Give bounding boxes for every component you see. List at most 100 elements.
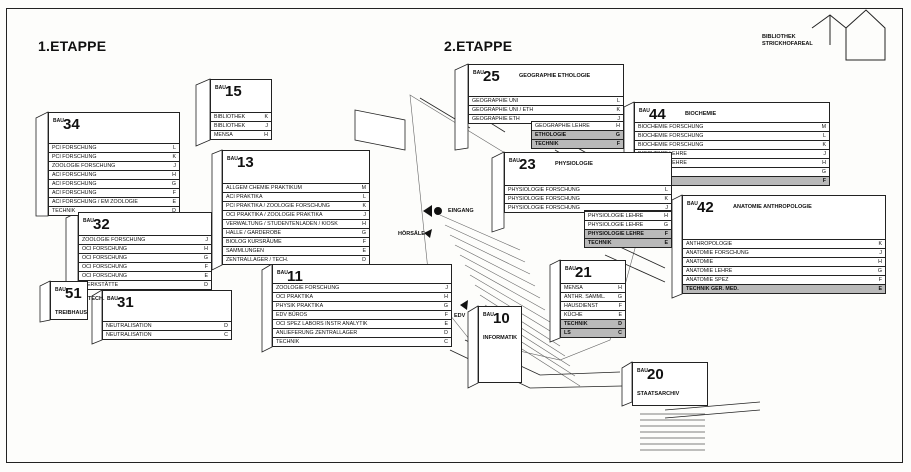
floor-use: HALLE / GARDEROBE <box>226 230 282 236</box>
floor-use: NEUTRALISATION <box>106 332 152 338</box>
floor-use: ZOOLOGIE FORSCHUNG <box>276 285 340 291</box>
floor-use: OCI PRAKTIKA / ZOOLOGIE PRAKTIKA <box>226 212 323 218</box>
bau-word: BAU <box>639 108 650 114</box>
floor-use: ACI FORSCHUNG <box>52 172 97 178</box>
floor-level: L <box>173 145 176 151</box>
floor-level: H <box>664 213 668 219</box>
floor-use: WERKSTÄTTE <box>82 282 119 288</box>
floor-use: PCI PRAKTIKA / ZOOLOGIE FORSCHUNG <box>226 203 330 209</box>
floor-level: E <box>172 199 176 205</box>
floor-use: TECHNIK <box>535 141 559 147</box>
floor-level: H <box>878 259 882 265</box>
floor-row: ACI FORSCHUNG H <box>49 170 179 179</box>
bau-word: BAU <box>53 118 64 124</box>
building-number: 21 <box>575 264 592 281</box>
bau20-stack <box>640 413 705 451</box>
floor-use: ALLGEM CHEMIE PRAKTIKUM <box>226 185 302 191</box>
floor-level: D <box>618 321 622 327</box>
floor-use: OCI FORSCHUNG <box>82 273 128 279</box>
floor-level: K <box>172 154 176 160</box>
floor-level: G <box>615 132 620 138</box>
floor-level: H <box>618 285 622 291</box>
floor-level: G <box>361 230 366 236</box>
floor-use: TECHNIK GER. MED. <box>686 286 739 292</box>
floor-row: TECHNIK GER. MED. E <box>683 284 885 293</box>
floor-level: K <box>362 203 366 209</box>
floor-level: J <box>445 285 448 291</box>
floor-use: GEOGRAPHIE UNI <box>472 98 519 104</box>
bau-word: BAU <box>637 368 648 374</box>
floor-level: E <box>878 286 882 292</box>
floor-use: KÜCHE <box>564 312 583 318</box>
bau-word: BAU <box>687 201 698 207</box>
floor-level: G <box>877 268 882 274</box>
building-number: 23 <box>519 156 536 173</box>
floor-level: H <box>264 132 268 138</box>
floor-level: C <box>444 339 448 345</box>
floor-level: F <box>444 312 448 318</box>
floor-use: PHYSIOLOGIE FORSCHUNG <box>508 205 580 211</box>
floor-level: J <box>363 212 366 218</box>
floor-level: H <box>172 172 176 178</box>
floor-level: H <box>822 160 826 166</box>
building-number: 51 <box>65 285 82 302</box>
floor-level: F <box>618 303 622 309</box>
library-caption-line2: STRICKHOFAREAL <box>762 41 813 47</box>
floor-use: PCI FORSCHUNG <box>52 145 97 151</box>
floor-use: GEOGRAPHIE ETH <box>472 116 520 122</box>
building-title: STAATSARCHIV <box>637 391 680 397</box>
floor-level: J <box>879 250 882 256</box>
floor-use: TECHNIK <box>564 321 588 327</box>
floor-level: D <box>362 257 366 263</box>
floor-level: E <box>444 321 448 327</box>
floor-use: MENSA <box>564 285 583 291</box>
floor-use: ANLIEFERUNG ZENTRALLAGER <box>276 330 358 336</box>
building-title: PHYSIOLOGIE <box>555 161 593 167</box>
floor-level: L <box>617 98 620 104</box>
etappe-2-heading: 2.ETAPPE <box>444 38 513 54</box>
floor-level: K <box>664 196 668 202</box>
floor-level: F <box>362 239 366 245</box>
floor-use: BIBLIOTHEK <box>214 114 246 120</box>
floor-level: K <box>264 114 268 120</box>
floor-use: ACI FORSCHUNG <box>52 190 97 196</box>
floor-level: C <box>224 332 228 338</box>
building-title: INFORMATIK <box>483 335 518 341</box>
building-title: ANATOMIE ANTHROPOLOGIE <box>733 204 812 210</box>
